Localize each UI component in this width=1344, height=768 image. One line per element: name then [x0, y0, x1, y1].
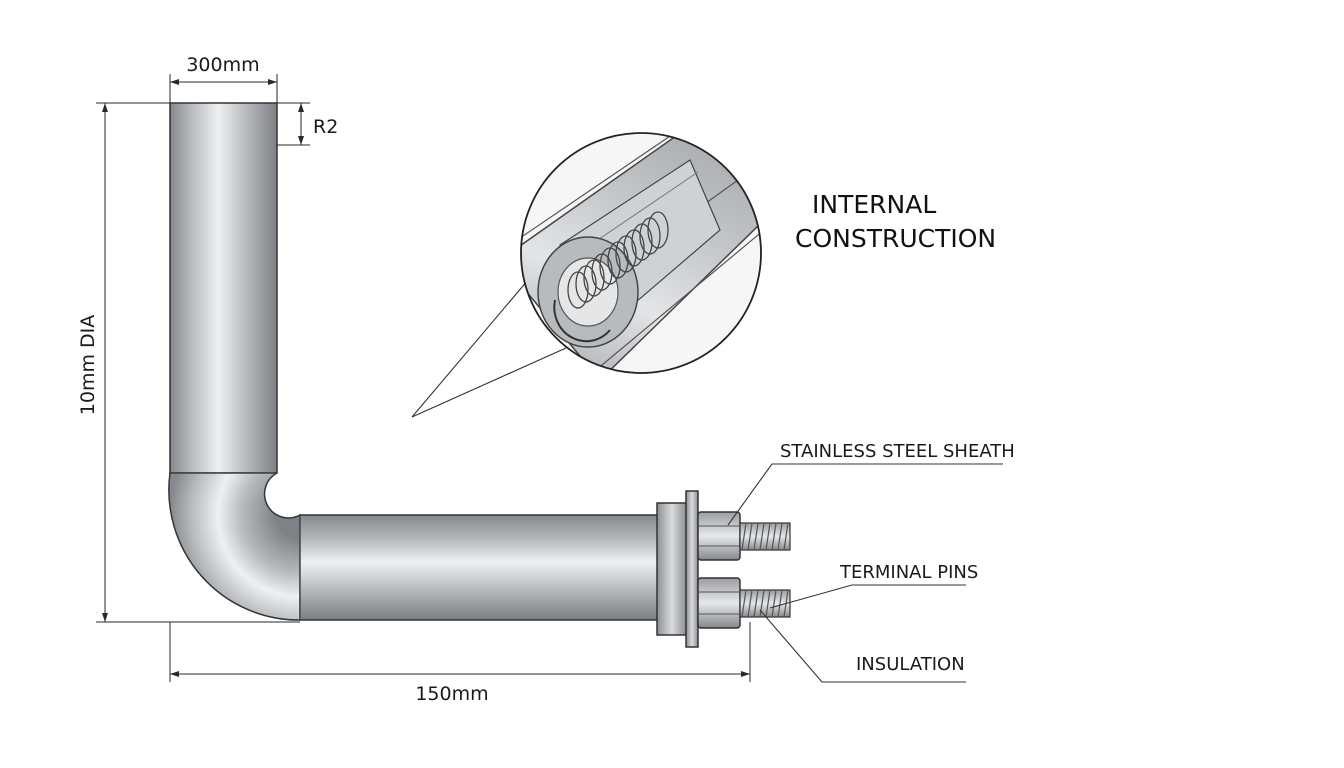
callout-sheath-label: STAINLESS STEEL SHEATH — [780, 441, 1015, 462]
dimension-bend-radius-label: R2 — [313, 116, 338, 138]
callout-insulation-label: INSULATION — [856, 654, 965, 675]
detail-title-line1: INTERNAL — [812, 190, 936, 219]
dimension-bend-radius — [277, 102, 310, 146]
vertical-leg — [169, 102, 278, 474]
terminal-pin-upper — [697, 511, 791, 561]
internal-construction-detail — [520, 132, 762, 374]
callout-sheath-leader — [727, 463, 1003, 526]
heating-tube — [168, 102, 659, 621]
detail-title-line2: CONSTRUCTION — [795, 224, 996, 253]
dimension-diameter-label: 10mm DIA — [77, 315, 99, 415]
dimension-height — [96, 102, 300, 623]
detail-leader-lines — [411, 279, 567, 418]
dimension-top-width — [169, 74, 278, 103]
dimension-top-width-label: 300mm — [186, 54, 259, 76]
terminal-pin-lower — [697, 577, 791, 629]
callout-terminal-pins-leader — [769, 584, 966, 609]
terminal-flange — [656, 490, 699, 648]
dimension-bottom-length — [169, 622, 751, 682]
heating-coil — [567, 211, 669, 309]
callout-insulation-leader — [759, 609, 966, 683]
horizontal-leg — [299, 514, 659, 621]
tube-bend — [168, 472, 301, 621]
dimension-bottom-length-label: 150mm — [415, 683, 488, 705]
callout-terminal-pins-label: TERMINAL PINS — [839, 562, 978, 583]
